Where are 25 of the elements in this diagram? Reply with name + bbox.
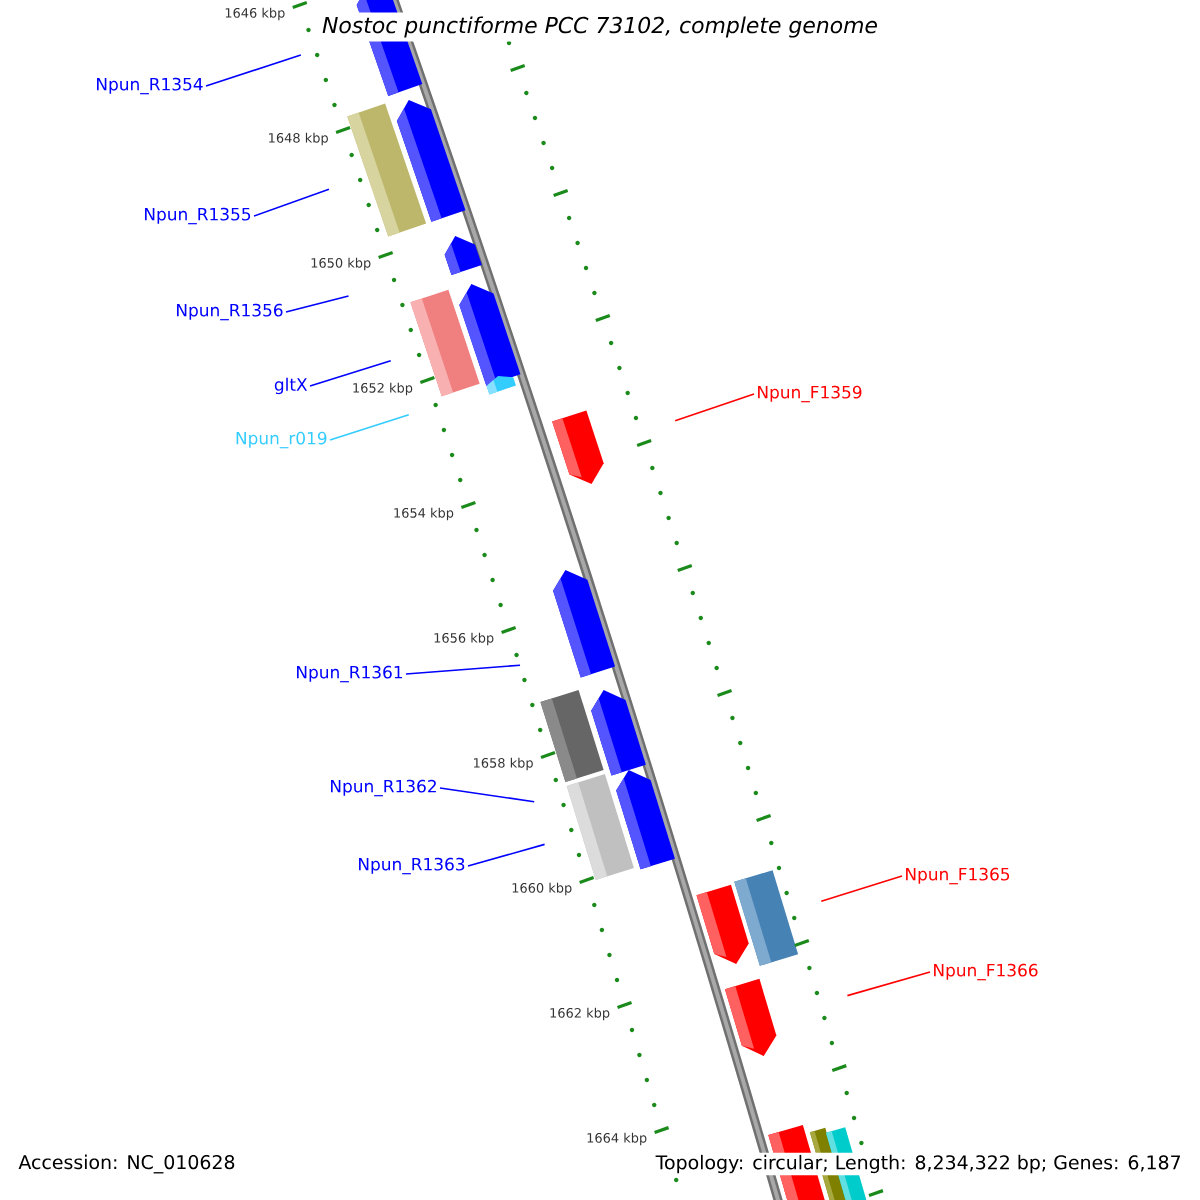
title: Nostoc punctiforme PCC 73102, complete genome	[318, 12, 882, 42]
leader-line	[820, 875, 903, 903]
gene-label: Npun_R1361	[297, 665, 403, 683]
gene-label: Npun_F1359	[758, 385, 862, 403]
gene-label: Npun_R1354	[97, 77, 203, 95]
leader-line	[674, 393, 755, 422]
gene-label: Npun_R1362	[331, 779, 436, 797]
leader-line	[205, 54, 302, 87]
leader-line	[309, 359, 392, 387]
leader-line	[846, 971, 931, 997]
leader-line	[467, 843, 546, 867]
leader-line	[329, 414, 410, 441]
gene-label: gltX	[274, 377, 308, 395]
topology-text: Topology: circular; Length: 8,234,322 bp; Genes: 6,187	[653, 1152, 1184, 1176]
leader-line	[405, 664, 521, 675]
gene-label: Npun_F1365	[906, 867, 1010, 885]
gene-label: Npun_r019	[236, 431, 327, 449]
leader-line	[253, 188, 330, 217]
leader-line	[285, 295, 350, 313]
leader-line	[439, 787, 535, 803]
gene-label: Npun_R1355	[145, 207, 251, 225]
gene-label: Npun_R1363	[359, 857, 465, 875]
gene-label: Npun_R1356	[177, 303, 283, 321]
accession-text: Accession: NC_010628	[16, 1152, 238, 1176]
gene-label: Npun_F1366	[934, 963, 1038, 981]
